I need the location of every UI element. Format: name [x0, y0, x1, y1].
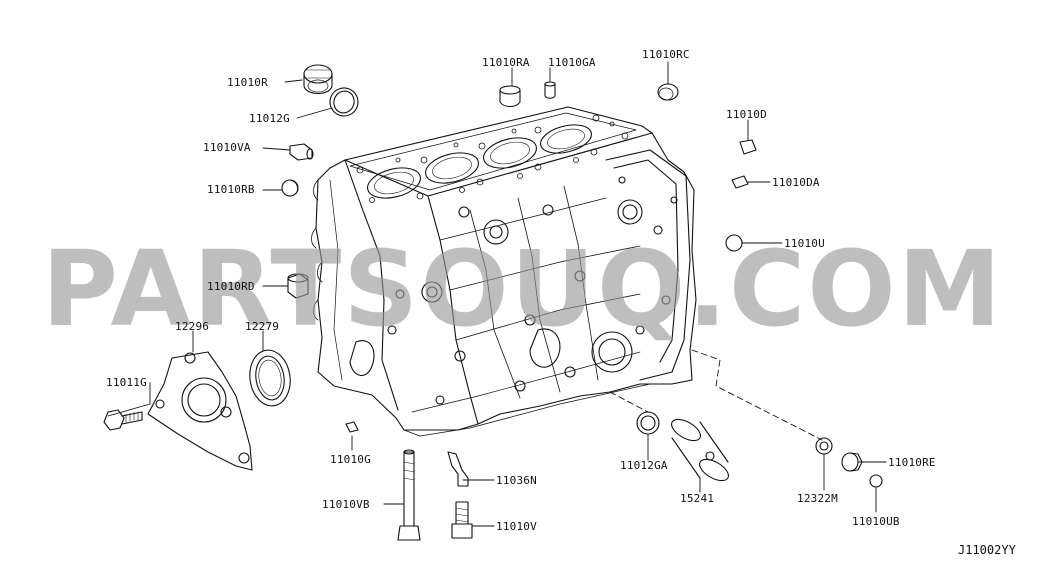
label-11010RD[interactable]: 11010RD [207, 280, 255, 293]
watermark: PARTSOUQ.COM [41, 228, 1004, 350]
label-11011G[interactable]: 11011G [106, 376, 147, 389]
label-12296[interactable]: 12296 [175, 320, 210, 333]
label-12279[interactable]: 12279 [245, 320, 280, 333]
label-11010RC[interactable]: 11010RC [642, 48, 690, 61]
label-11036N[interactable]: 11036N [496, 474, 537, 487]
label-11010VA[interactable]: 11010VA [203, 141, 251, 154]
cylinder-block [311, 106, 697, 437]
label-11010RA[interactable]: 11010RA [482, 56, 530, 69]
label-12322M[interactable]: 12322M [797, 492, 838, 505]
label-11010G[interactable]: 11010G [330, 453, 371, 466]
label-11010V[interactable]: 11010V [496, 520, 537, 533]
label-11012G[interactable]: 11012G [249, 112, 290, 125]
label-11010RE[interactable]: 11010RE [888, 456, 936, 469]
label-11010UB[interactable]: 11010UB [852, 515, 900, 528]
label-11010DA[interactable]: 11010DA [772, 176, 820, 189]
label-11012GA[interactable]: 11012GA [620, 459, 668, 472]
label-11010R[interactable]: 11010R [227, 76, 268, 89]
label-11010RB[interactable]: 11010RB [207, 183, 255, 196]
label-15241[interactable]: 15241 [680, 492, 715, 505]
label-11010VB[interactable]: 11010VB [322, 498, 370, 511]
leader-dashed [609, 349, 823, 441]
label-11010GA[interactable]: 11010GA [548, 56, 596, 69]
diagram-id: J11002YY [958, 543, 1016, 557]
label-11010U[interactable]: 11010U [784, 237, 825, 250]
label-11010D[interactable]: 11010D [726, 108, 767, 121]
part-11010R-shape [303, 64, 333, 95]
leader-lines [107, 61, 887, 527]
